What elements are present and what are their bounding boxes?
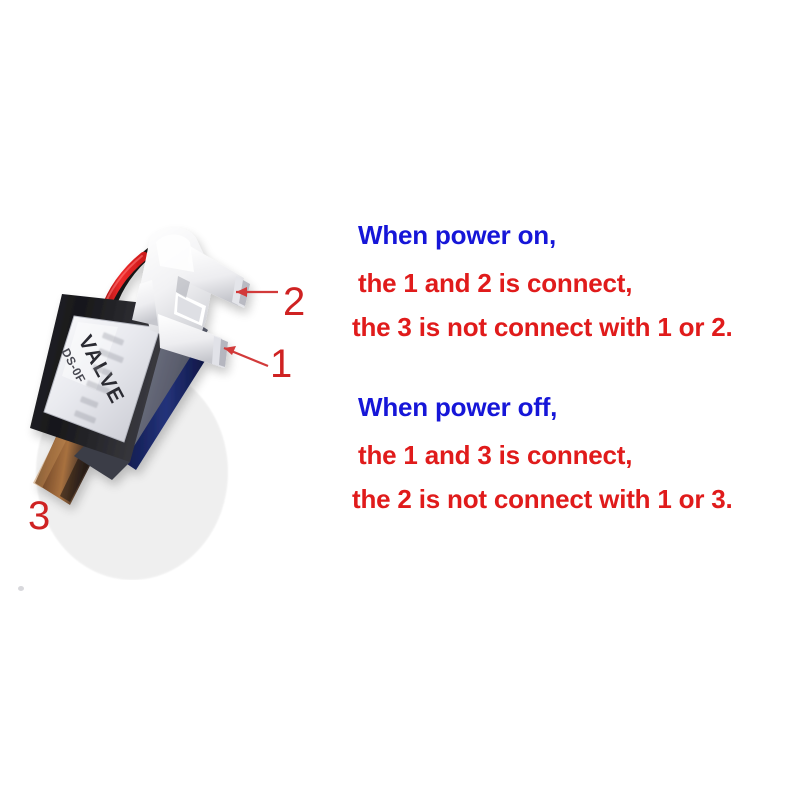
lower-port-1 — [158, 314, 228, 368]
port-1-barrel — [158, 314, 222, 366]
power-on-heading: When power on, — [358, 220, 556, 250]
solenoid-valve-image: VALVE DS-0F — [0, 180, 340, 580]
valve-body: VALVE DS-0F — [30, 294, 208, 480]
arrow-to-port-2 — [236, 287, 278, 297]
head-left-shoulder — [132, 280, 158, 326]
head-highlight — [156, 234, 194, 272]
label-spec-rows — [74, 332, 125, 424]
head-crevice — [176, 276, 190, 298]
port-1-tip-shade — [219, 339, 228, 367]
valve-illustration: VALVE DS-0F — [30, 227, 278, 580]
image-artifact-speck — [18, 586, 24, 591]
callout-label-3: 3 — [28, 494, 51, 538]
power-on-line-2: the 3 is not connect with 1 or 2. — [352, 312, 733, 342]
port-3-highlight — [33, 436, 66, 488]
valve-assembly: VALVE DS-0F — [30, 227, 250, 505]
power-on-line-1: the 1 and 2 is connect, — [358, 268, 633, 298]
power-off-line-2: the 2 is not connect with 1 or 3. — [352, 484, 733, 514]
callout-arrows — [223, 287, 278, 368]
valve-head-manifold — [132, 227, 250, 368]
head-notch-inner — [177, 296, 202, 322]
port-2-barrel — [186, 246, 244, 306]
power-off-heading: When power off, — [358, 392, 558, 422]
callout-label-2: 2 — [283, 280, 306, 324]
power-off-line-1: the 1 and 3 is connect, — [358, 440, 633, 470]
body-bottom-face — [74, 438, 130, 480]
arrow-to-port-1 — [223, 346, 269, 368]
body-navy-edge — [124, 348, 208, 470]
label-glare — [62, 322, 118, 390]
callout-label-1: 1 — [270, 342, 293, 386]
port-3-tube — [35, 428, 97, 505]
